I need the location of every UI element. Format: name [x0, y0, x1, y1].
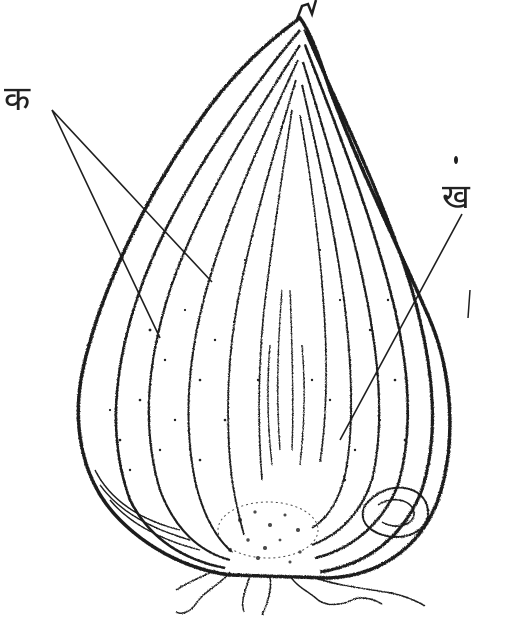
scale-leaves — [95, 30, 432, 572]
stray-mark-right — [468, 290, 470, 318]
stray-mark-top — [454, 156, 458, 164]
label-ka-pointers — [52, 110, 212, 338]
label-ka: क — [4, 82, 30, 116]
label-kha-pointer — [340, 214, 462, 440]
basal-disc — [218, 502, 318, 564]
label-kha: ख — [442, 180, 470, 214]
